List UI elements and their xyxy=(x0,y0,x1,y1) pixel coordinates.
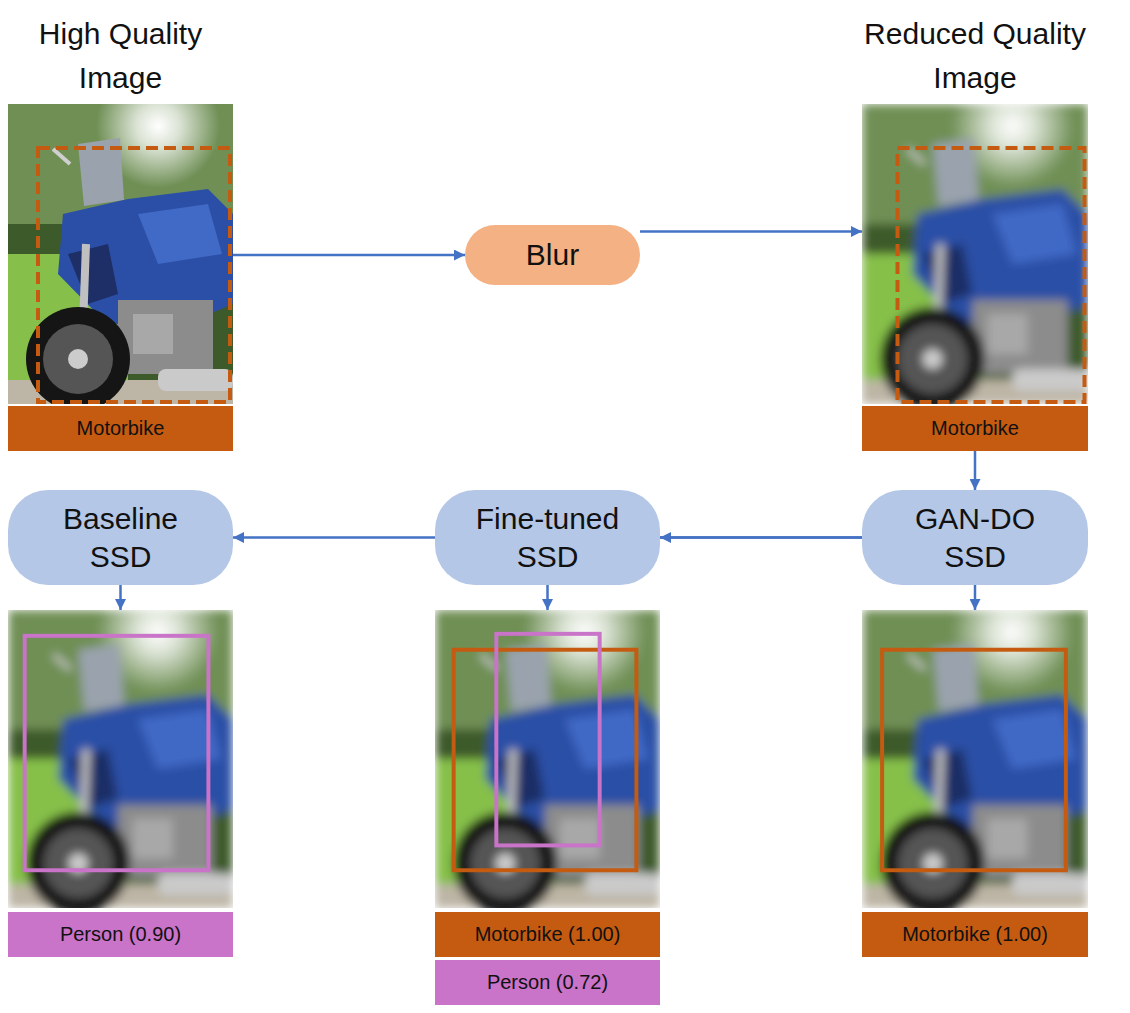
pill-label: GAN-DO SSD xyxy=(894,500,1056,576)
pill-label: Baseline SSD xyxy=(40,500,202,576)
model-pill: Baseline SSD xyxy=(8,490,233,585)
flow-arrow xyxy=(974,451,977,490)
result-panel: Person (0.90) xyxy=(8,610,233,957)
flow-arrow xyxy=(119,585,122,610)
image-heading: Reduced Quality Image xyxy=(844,12,1106,100)
blurred-photo xyxy=(863,570,1087,915)
sharp-photo xyxy=(8,64,233,411)
image-panel: High Quality ImageMotorbike xyxy=(8,12,233,451)
class-label-bar: Motorbike (1.00) xyxy=(862,912,1088,957)
model-pill: GAN-DO SSD xyxy=(862,490,1088,585)
blurred-photo xyxy=(863,64,1088,411)
detection-box xyxy=(25,636,209,870)
detection-box xyxy=(454,650,637,871)
detection-box xyxy=(882,650,1066,871)
blurred-photo xyxy=(9,570,233,915)
pill-label: Fine-tuned SSD xyxy=(467,500,629,576)
result-panel: Motorbike (1.00) xyxy=(862,610,1088,957)
image-panel: Reduced Quality ImageMotorbike xyxy=(862,12,1088,451)
flow-arrow xyxy=(660,536,862,539)
detection-box xyxy=(496,634,599,846)
class-label-bar: Person (0.72) xyxy=(435,960,660,1005)
flow-arrow xyxy=(546,585,549,610)
class-label-bar: Person (0.90) xyxy=(8,912,233,957)
flow-arrow xyxy=(640,230,862,233)
pill-label: Blur xyxy=(526,236,579,274)
ground-truth-box xyxy=(898,148,1085,402)
model-pill: Fine-tuned SSD xyxy=(435,490,660,585)
ground-truth-box xyxy=(38,148,230,402)
flow-arrow xyxy=(974,585,977,610)
blurred-photo xyxy=(436,570,660,915)
result-panel: Motorbike (1.00)Person (0.72) xyxy=(435,610,660,1005)
image-heading: High Quality Image xyxy=(6,12,236,100)
class-label-bar: Motorbike xyxy=(862,406,1088,451)
process-pill: Blur xyxy=(465,225,640,285)
flow-arrow xyxy=(233,254,465,257)
class-label-bar: Motorbike (1.00) xyxy=(435,912,660,957)
class-label-bar: Motorbike xyxy=(8,406,233,451)
